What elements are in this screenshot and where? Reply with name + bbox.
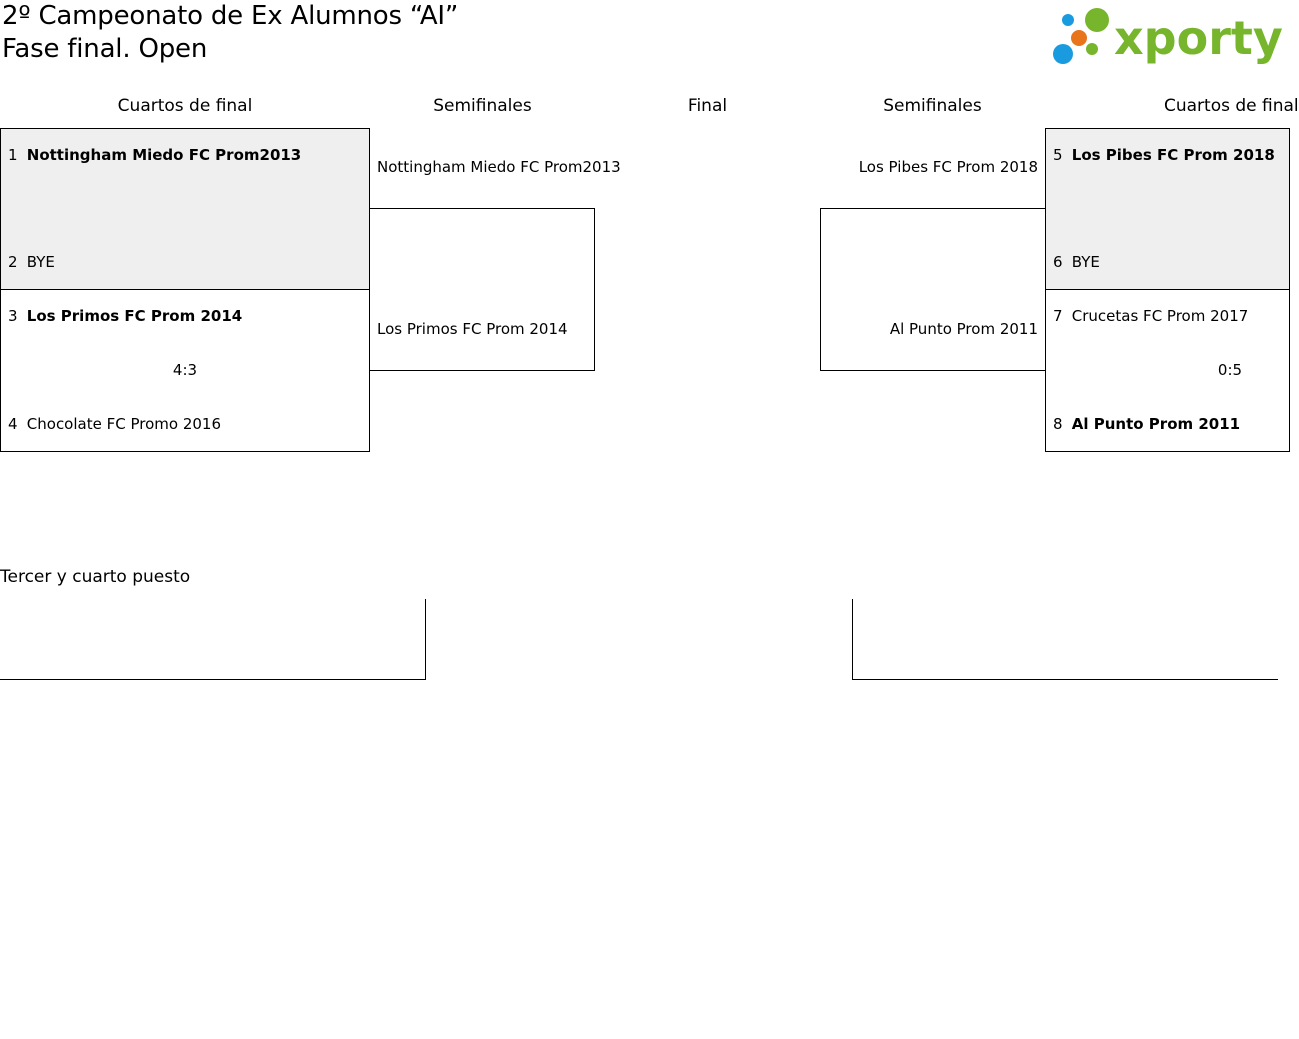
match-score-left-q2: 4:3: [172, 361, 198, 379]
match-score-right-q2: 0:5: [1217, 361, 1243, 379]
semi-right-top-team[interactable]: Los Pibes FC Prom 2018: [858, 158, 1038, 176]
third-place-left-slot[interactable]: [0, 599, 426, 680]
team-name: BYE: [1071, 253, 1100, 271]
match-box-right-q1: [1045, 128, 1290, 290]
team-slot-3[interactable]: 3 Los Primos FC Prom 2014: [8, 307, 242, 325]
match-box-left-semi: [369, 208, 595, 371]
seed-number: 1: [8, 146, 18, 164]
seed-number: 4: [8, 415, 18, 433]
semi-left-bottom-team[interactable]: Los Primos FC Prom 2014: [377, 320, 568, 338]
team-name: Crucetas FC Prom 2017: [1071, 307, 1249, 325]
team-slot-4[interactable]: 4 Chocolate FC Promo 2016: [8, 415, 221, 433]
team-slot-5[interactable]: 5 Los Pibes FC Prom 2018: [1053, 146, 1275, 164]
third-place-label: Tercer y cuarto puesto: [0, 567, 191, 587]
logo-dot-orange: [1071, 30, 1087, 46]
logo-dot-green: [1085, 8, 1109, 32]
team-name: Los Primos FC Prom 2014: [26, 307, 243, 325]
round-header-right-quarters: Cuartos de final: [1164, 96, 1299, 116]
tournament-title: 2º Campeonato de Ex Alumnos “AI”: [2, 1, 459, 31]
round-header-right-semis: Semifinales: [883, 96, 982, 116]
team-slot-6[interactable]: 6 BYE: [1053, 253, 1100, 271]
team-name: Nottingham Miedo FC Prom2013: [26, 146, 302, 164]
seed-number: 7: [1053, 307, 1063, 325]
round-header-final: Final: [687, 96, 728, 116]
team-name: Al Punto Prom 2011: [1071, 415, 1241, 433]
third-place-right-slot[interactable]: [852, 599, 1278, 680]
logo-dot-blue: [1053, 44, 1073, 64]
seed-number: 8: [1053, 415, 1063, 433]
semi-right-bottom-team[interactable]: Al Punto Prom 2011: [889, 320, 1038, 338]
logo-dot-green-small: [1086, 43, 1098, 55]
team-slot-2[interactable]: 2 BYE: [8, 253, 55, 271]
team-slot-7[interactable]: 7 Crucetas FC Prom 2017: [1053, 307, 1248, 325]
team-name: Chocolate FC Promo 2016: [26, 415, 221, 433]
match-box-left-q1: [0, 128, 370, 290]
team-slot-8[interactable]: 8 Al Punto Prom 2011: [1053, 415, 1240, 433]
xporty-logo-mark: xporty: [1053, 8, 1283, 65]
match-box-right-q2: [1045, 289, 1290, 452]
team-name: BYE: [26, 253, 55, 271]
seed-number: 5: [1053, 146, 1063, 164]
tournament-subtitle: Fase final. Open: [2, 34, 208, 64]
team-name: Los Pibes FC Prom 2018: [1071, 146, 1275, 164]
logo-dot-blue-small: [1062, 14, 1074, 26]
team-slot-1[interactable]: 1 Nottingham Miedo FC Prom2013: [8, 146, 301, 164]
seed-number: 2: [8, 253, 18, 271]
seed-number: 6: [1053, 253, 1063, 271]
logo-wordmark: xporty: [1114, 11, 1283, 65]
xporty-logo: xporty: [1050, 4, 1283, 68]
semi-left-top-team[interactable]: Nottingham Miedo FC Prom2013: [377, 158, 621, 176]
seed-number: 3: [8, 307, 18, 325]
round-header-left-semis: Semifinales: [433, 96, 532, 116]
round-header-left-quarters: Cuartos de final: [117, 96, 253, 116]
match-box-right-semi: [820, 208, 1046, 371]
